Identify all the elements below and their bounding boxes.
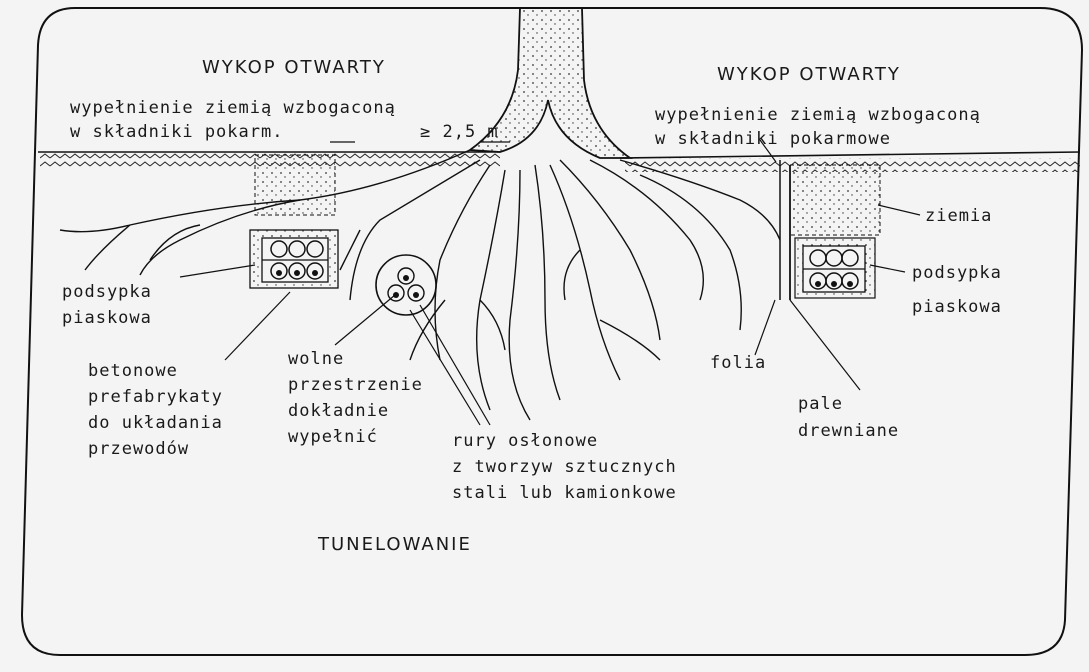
- podsypka-left-line-2: piaskowa: [62, 307, 152, 329]
- tunneling-title: TUNELOWANIE: [318, 534, 472, 556]
- left-fill-line-1: wypełnienie ziemią wzbogaconą: [70, 97, 396, 119]
- left-fill-line-2: w składniki pokarm.: [70, 121, 283, 143]
- casing-pipe: [376, 255, 436, 315]
- podsypka-left-line-1: podsypka: [62, 281, 152, 303]
- rury-line-1: rury osłonowe: [452, 430, 598, 452]
- betonowe-line-1: betonowe: [88, 360, 178, 382]
- left-excavation-title: WYKOP OTWARTY: [202, 57, 386, 79]
- betonowe-line-4: przewodów: [88, 438, 189, 460]
- right-fill-line-2: w składniki pokarmowe: [655, 128, 891, 150]
- right-excavation-title: WYKOP OTWARTY: [717, 64, 901, 86]
- podsypka-right-line-2: piaskowa: [912, 296, 1002, 318]
- pale-line-2: drewniane: [798, 420, 899, 442]
- right-trench-fill: [790, 165, 880, 235]
- wolne-line-2: przestrzenie: [288, 374, 423, 396]
- rury-line-2: z tworzyw sztucznych: [452, 456, 677, 478]
- ground-surface-right: [620, 152, 1080, 158]
- spacing-label: ≥ 2,5 m: [420, 121, 499, 143]
- wolne-line-1: wolne: [288, 348, 344, 370]
- right-fill-line-1: wypełnienie ziemią wzbogaconą: [655, 104, 981, 126]
- podsypka-right-line-1: podsypka: [912, 262, 1002, 284]
- ziemia-label: ziemia: [925, 205, 992, 227]
- wolne-line-3: dokładnie: [288, 400, 389, 422]
- pale-line-1: pale: [798, 393, 843, 415]
- wolne-line-4: wypełnić: [288, 426, 378, 448]
- left-trench-fill: [255, 155, 335, 215]
- betonowe-line-3: do układania: [88, 412, 223, 434]
- folia-label: folia: [710, 352, 766, 374]
- rury-line-3: stali lub kamionkowe: [452, 482, 677, 504]
- betonowe-line-2: prefabrykaty: [88, 386, 223, 408]
